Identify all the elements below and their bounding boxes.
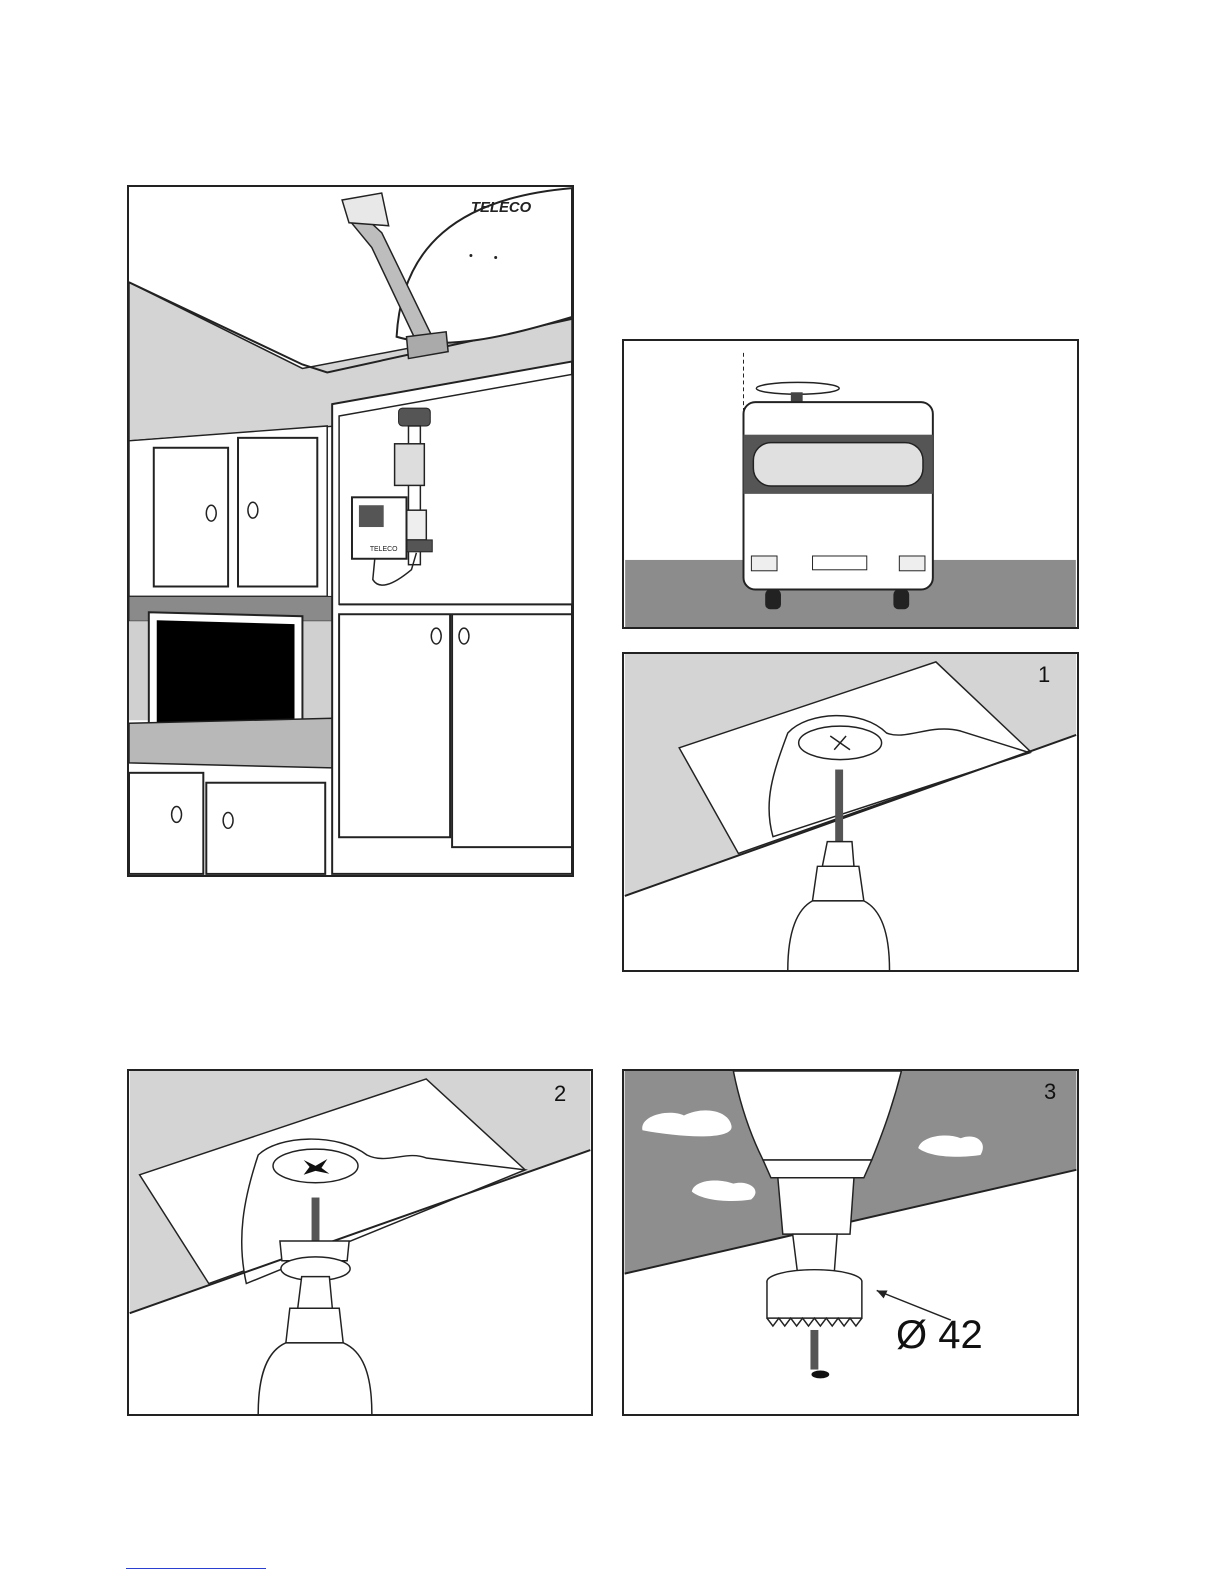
step-1-drawing [624,654,1077,970]
vehicle-drawing [624,341,1077,627]
step-1-number: 1 [1038,662,1050,688]
dish-brand-text: TELECO [471,200,532,216]
step-3-illustration: 3 Ø 42 [622,1069,1079,1416]
interior-drawing: TELECO TELECO [129,187,572,875]
step-2-illustration: 2 [127,1069,593,1416]
step-2-drawing [129,1071,591,1414]
vehicle-illustration [622,339,1079,629]
interior-illustration: TELECO TELECO [127,185,574,877]
step-3-drawing [624,1071,1077,1414]
step-1-illustration: 1 [622,652,1079,972]
diameter-label: Ø 42 [896,1313,983,1358]
step-3-number: 3 [1044,1079,1056,1105]
controller-brand-text: TELECO [370,546,398,553]
step-2-number: 2 [554,1081,566,1107]
footer-rule [126,1568,266,1569]
